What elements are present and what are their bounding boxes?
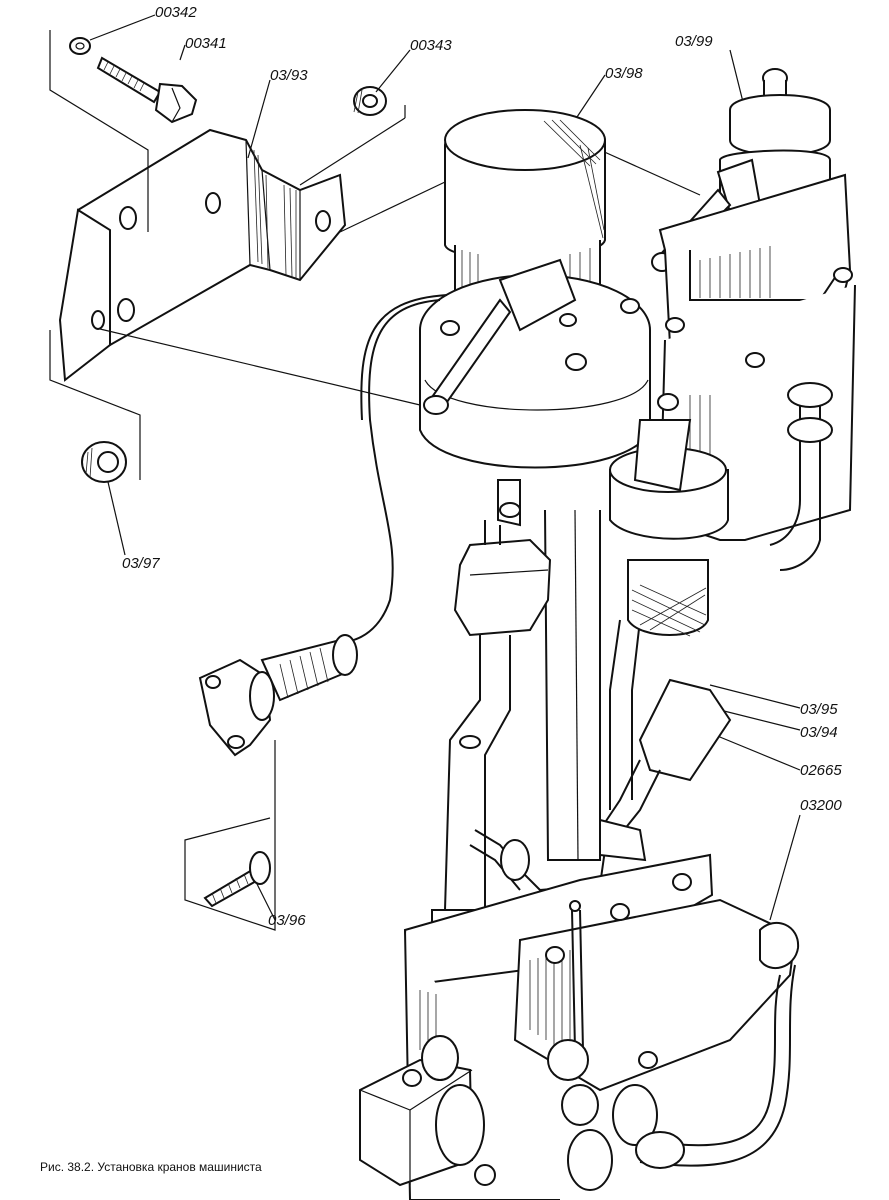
label-03196: 03/96: [268, 912, 306, 929]
label-03194: 03/94: [800, 724, 838, 741]
label-03200: 03200: [800, 797, 842, 814]
label-00343: 00343: [410, 37, 452, 54]
label-00342: 00342: [155, 4, 197, 21]
bolt-00341: [96, 56, 198, 124]
bracket-03193: [58, 128, 347, 382]
washer-00343: [353, 86, 387, 116]
drivers-valve-03198: [419, 109, 651, 861]
cock-03195: [609, 393, 729, 637]
cable-connector: [198, 294, 448, 757]
figure-caption: Рис. 38.2. Установка кранов машиниста: [40, 1160, 262, 1174]
leader-lines: [49, 14, 801, 931]
washer-00342: [69, 37, 91, 55]
screw-03196: [203, 851, 271, 908]
washer-03197: [81, 441, 127, 483]
pressure-switch-02665: [599, 678, 732, 862]
aux-valve-03199: [651, 68, 856, 571]
label-03198: 03/98: [605, 65, 643, 82]
label-03193: 03/93: [270, 67, 308, 84]
label-03195: 03/95: [800, 701, 838, 718]
label-03199: 03/99: [675, 33, 713, 50]
valve-03200: [359, 853, 800, 1200]
part-labels: 00342 00341 00343 03/93 03/98 03/99 03/9…: [122, 4, 842, 929]
label-00341: 00341: [185, 35, 227, 52]
label-02665: 02665: [800, 762, 842, 779]
label-03197: 03/97: [122, 555, 160, 572]
